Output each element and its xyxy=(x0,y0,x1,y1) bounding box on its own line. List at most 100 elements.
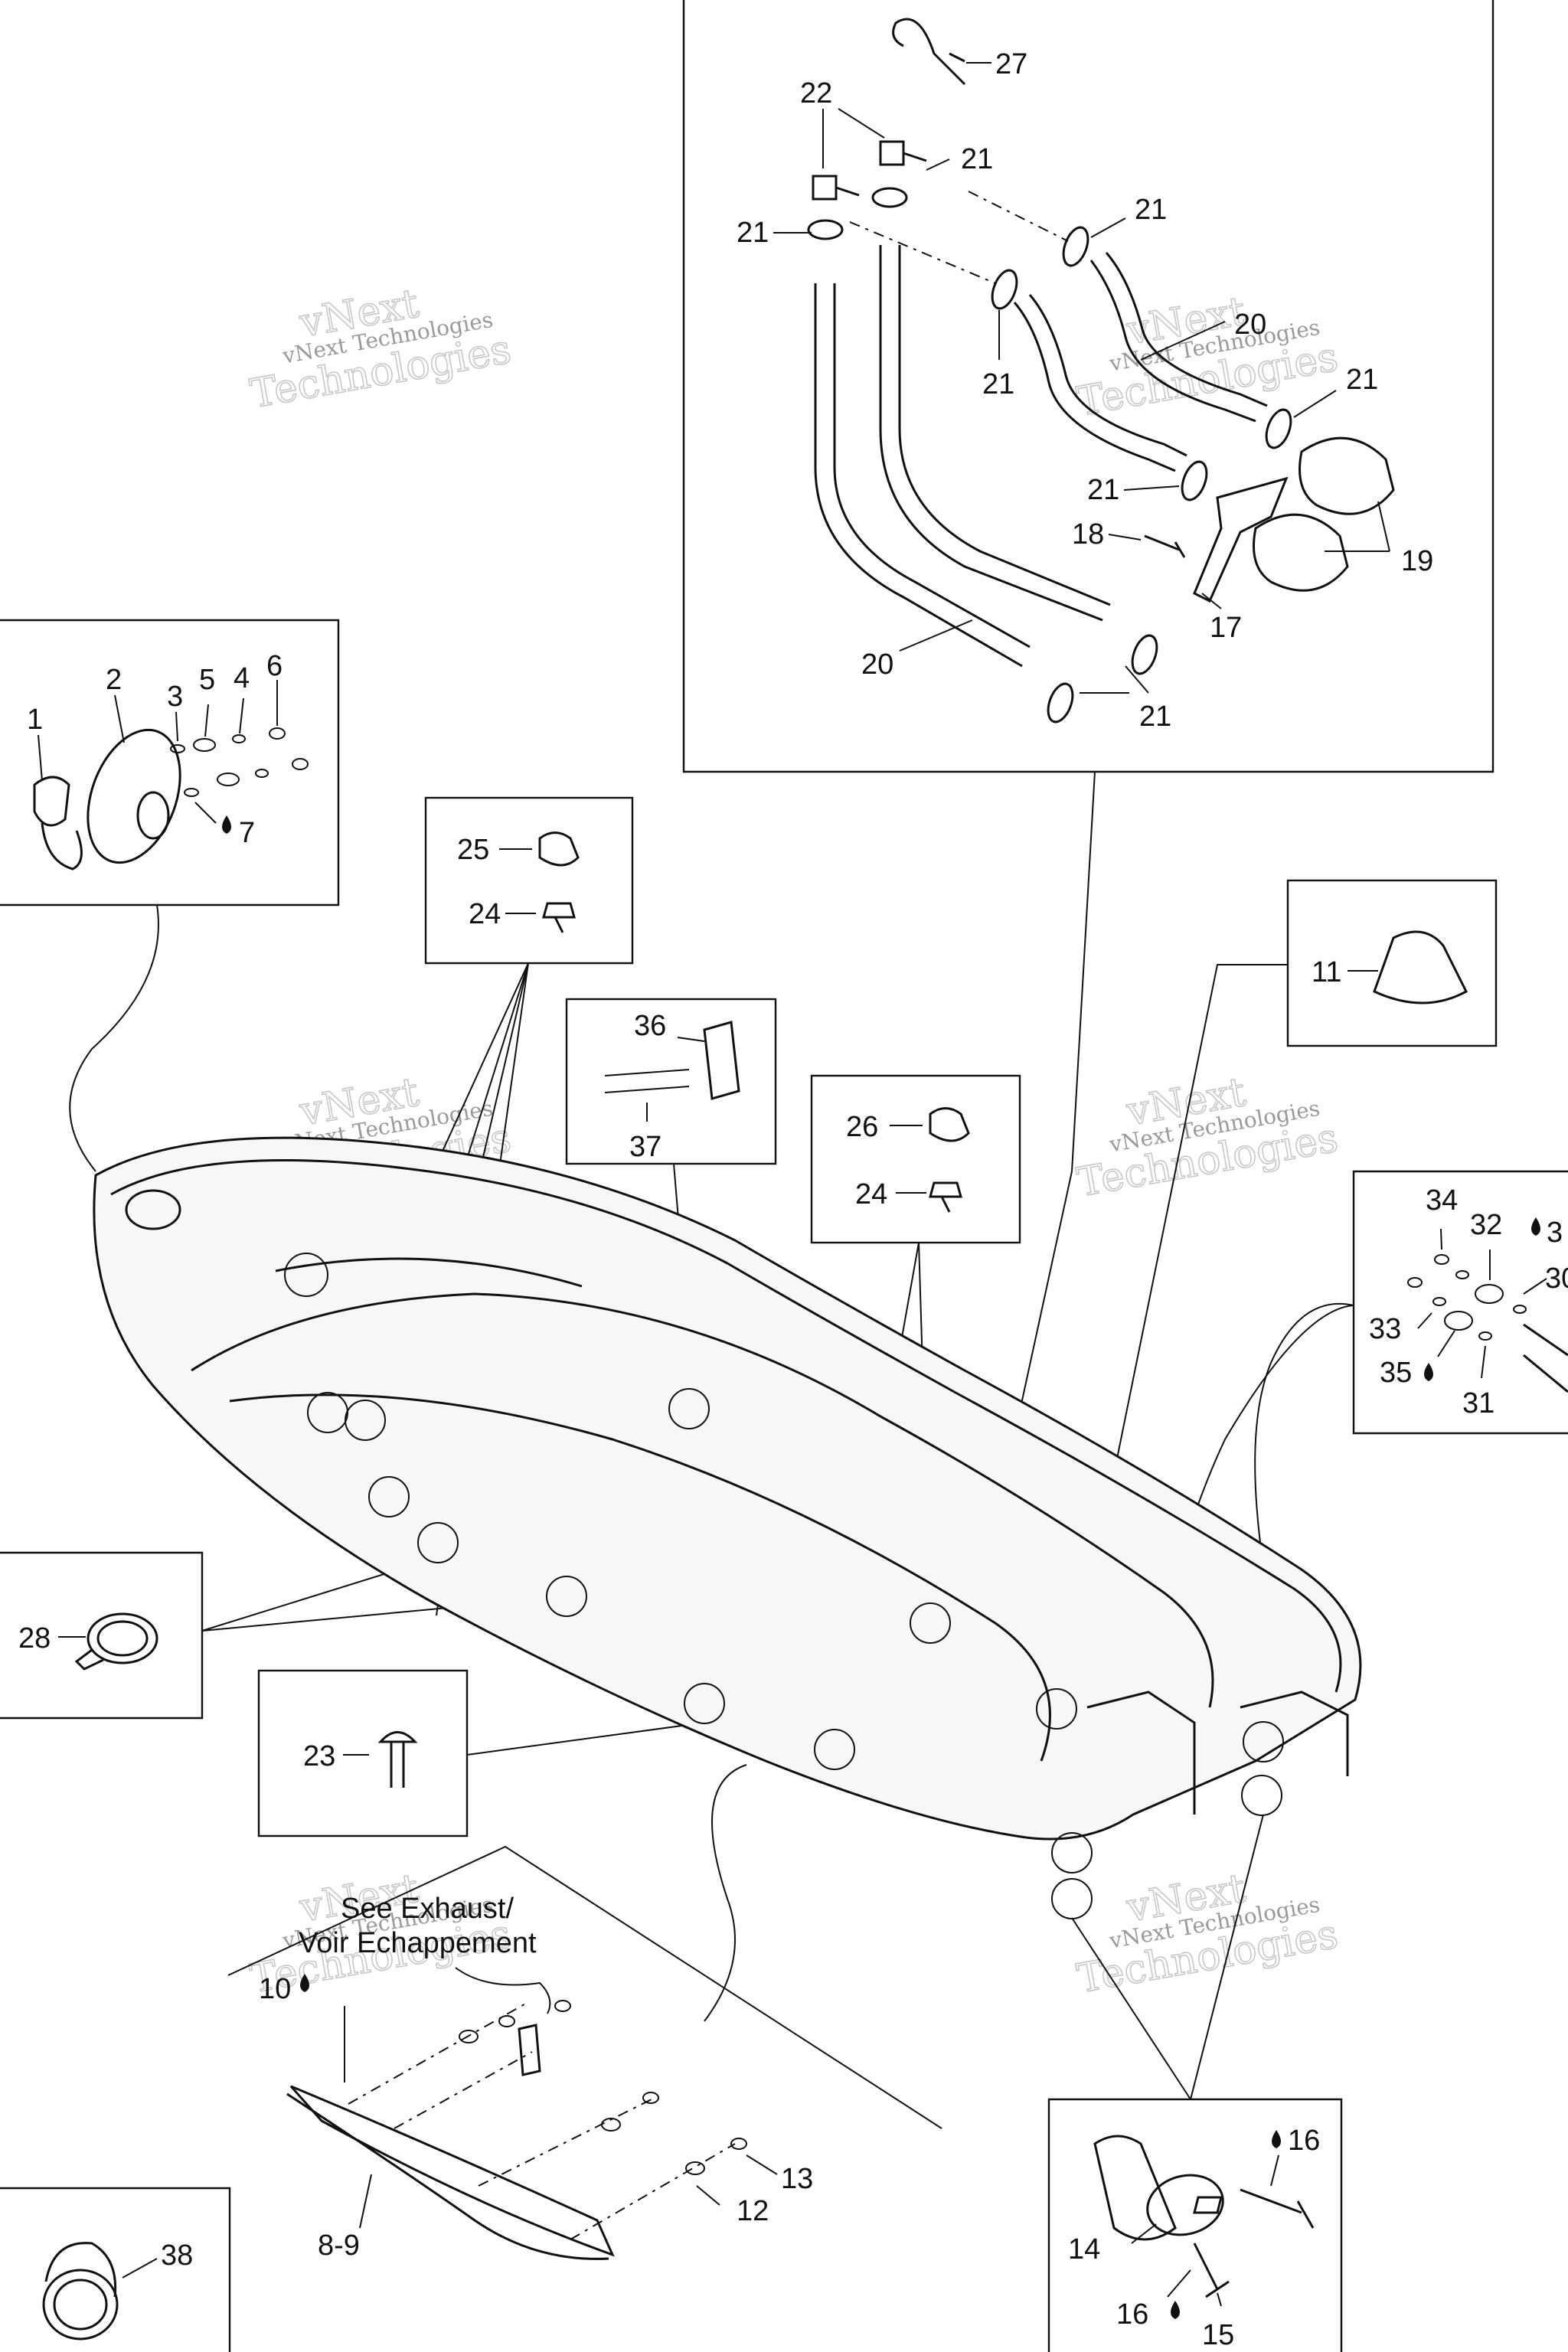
clamp-icon xyxy=(1131,634,1158,675)
hull-detail-marker xyxy=(684,1683,725,1724)
callout-17: 17 xyxy=(1210,612,1242,644)
callout-20: 20 xyxy=(861,648,893,681)
leader-line xyxy=(239,697,244,734)
push-nut-box-frame xyxy=(257,1669,469,1838)
bailer-box-frame xyxy=(1047,2098,1343,2352)
callout-11: 11 xyxy=(1312,956,1341,988)
screw-icon xyxy=(1240,2188,1315,2229)
clamp-icon xyxy=(1181,460,1208,501)
plate-icon xyxy=(518,2024,541,2076)
clamp-icon xyxy=(1062,226,1089,267)
washer-icon xyxy=(184,788,199,797)
washer-icon xyxy=(1444,1311,1473,1331)
push-nut-icon xyxy=(377,1731,418,1788)
callout-38: 38 xyxy=(161,2239,193,2272)
drain-plug-icon xyxy=(53,2278,108,2331)
nut-icon xyxy=(554,2000,571,2012)
callout-27: 27 xyxy=(995,48,1027,80)
callout-3-partial: 3 xyxy=(1547,1217,1563,1249)
callout-35: 35 xyxy=(1380,1357,1412,1389)
washer-icon xyxy=(685,2161,705,2175)
drop-icon xyxy=(1171,2301,1180,2319)
hull-detail-marker xyxy=(1051,1832,1093,1873)
leader-line xyxy=(1190,1814,1264,2100)
nut-icon xyxy=(642,2092,659,2104)
hose-box-frame xyxy=(682,0,1494,773)
callout-13: 13 xyxy=(781,2163,813,2195)
bolt-icon xyxy=(1523,1323,1568,1357)
washer-icon xyxy=(1478,1331,1492,1341)
exhaust-note-line1: See Exhaust/ xyxy=(341,1893,514,1925)
callout-21: 21 xyxy=(982,368,1014,400)
washer-icon xyxy=(1455,1270,1469,1279)
callout-3: 3 xyxy=(167,681,183,713)
callout-8-9: 8-9 xyxy=(318,2230,360,2262)
washer-icon xyxy=(255,769,269,778)
leader-line xyxy=(1071,1917,1191,2100)
hull-assembly xyxy=(93,1136,1362,2022)
clip-icon xyxy=(929,1107,970,1142)
callout-16: 16 xyxy=(1288,2125,1320,2157)
callout-15: 15 xyxy=(1202,2319,1234,2351)
hull-detail-marker xyxy=(1036,1688,1077,1730)
hose-clamp-box: 28 xyxy=(0,1551,571,1720)
drop-icon xyxy=(1272,2130,1281,2148)
sponson-edge-icon xyxy=(286,2092,609,2260)
callout-32: 32 xyxy=(1470,1209,1502,1241)
clip-box-26-frame xyxy=(810,1074,1021,1244)
storage-cover-hub-icon xyxy=(136,791,170,840)
tie-strap-icon xyxy=(892,18,966,86)
callout-20: 20 xyxy=(1234,309,1266,341)
callout-1: 1 xyxy=(27,704,43,736)
callout-5: 5 xyxy=(199,664,215,696)
leader-line xyxy=(1523,1278,1547,1295)
callout-25: 25 xyxy=(457,834,489,866)
washer-icon xyxy=(601,2118,621,2132)
leader-line xyxy=(1201,593,1222,609)
callout-14: 14 xyxy=(1068,2233,1100,2265)
leader-line xyxy=(696,2185,720,2206)
exhaust-note-line2: Voir Echappement xyxy=(299,1927,537,1959)
nut-icon xyxy=(1434,1254,1449,1265)
leader-line xyxy=(38,734,43,782)
callout-21: 21 xyxy=(1135,194,1167,226)
leader-line xyxy=(1417,1312,1432,1329)
hull-storage-opening xyxy=(125,1189,181,1230)
valve-body-icon xyxy=(1253,513,1349,592)
sponson-icon xyxy=(289,2085,615,2257)
bailer-flange-icon xyxy=(1146,2174,1224,2236)
washer-icon xyxy=(217,773,240,786)
hose-short-icon xyxy=(1105,252,1268,407)
fitting-icon xyxy=(812,175,860,201)
drop-icon xyxy=(222,815,231,834)
drop-icon xyxy=(1424,1363,1433,1381)
nut-icon xyxy=(292,758,309,770)
hose-clamp-icon xyxy=(96,1620,149,1657)
leader-line xyxy=(1123,485,1180,491)
leader-line xyxy=(114,694,125,743)
leader-line xyxy=(1125,665,1149,694)
callout-24: 24 xyxy=(469,898,501,930)
leader-line xyxy=(677,1037,705,1042)
hull-detail-marker xyxy=(814,1729,855,1770)
leader-line xyxy=(1377,501,1390,552)
valve-body-icon xyxy=(1298,436,1395,515)
push-nut-box: 23 xyxy=(257,1669,705,1838)
alignment-line xyxy=(394,2051,533,2129)
callout-34: 34 xyxy=(1426,1184,1458,1217)
hose-short-icon xyxy=(1028,294,1187,457)
push-rivet-icon xyxy=(542,902,576,933)
nut-icon xyxy=(498,2015,515,2027)
alignment-line xyxy=(968,191,1069,242)
callout-12: 12 xyxy=(737,2195,769,2227)
leader-line xyxy=(926,158,950,171)
callout-21: 21 xyxy=(1087,474,1119,506)
leader-line xyxy=(1090,217,1126,238)
hull-detail-marker xyxy=(546,1576,587,1617)
hose-long-icon xyxy=(879,245,1103,622)
leader-line xyxy=(1167,2269,1191,2298)
drain-box-frame xyxy=(1352,1170,1568,1435)
hull-detail-marker xyxy=(345,1400,386,1441)
callout-33: 33 xyxy=(1369,1313,1401,1345)
